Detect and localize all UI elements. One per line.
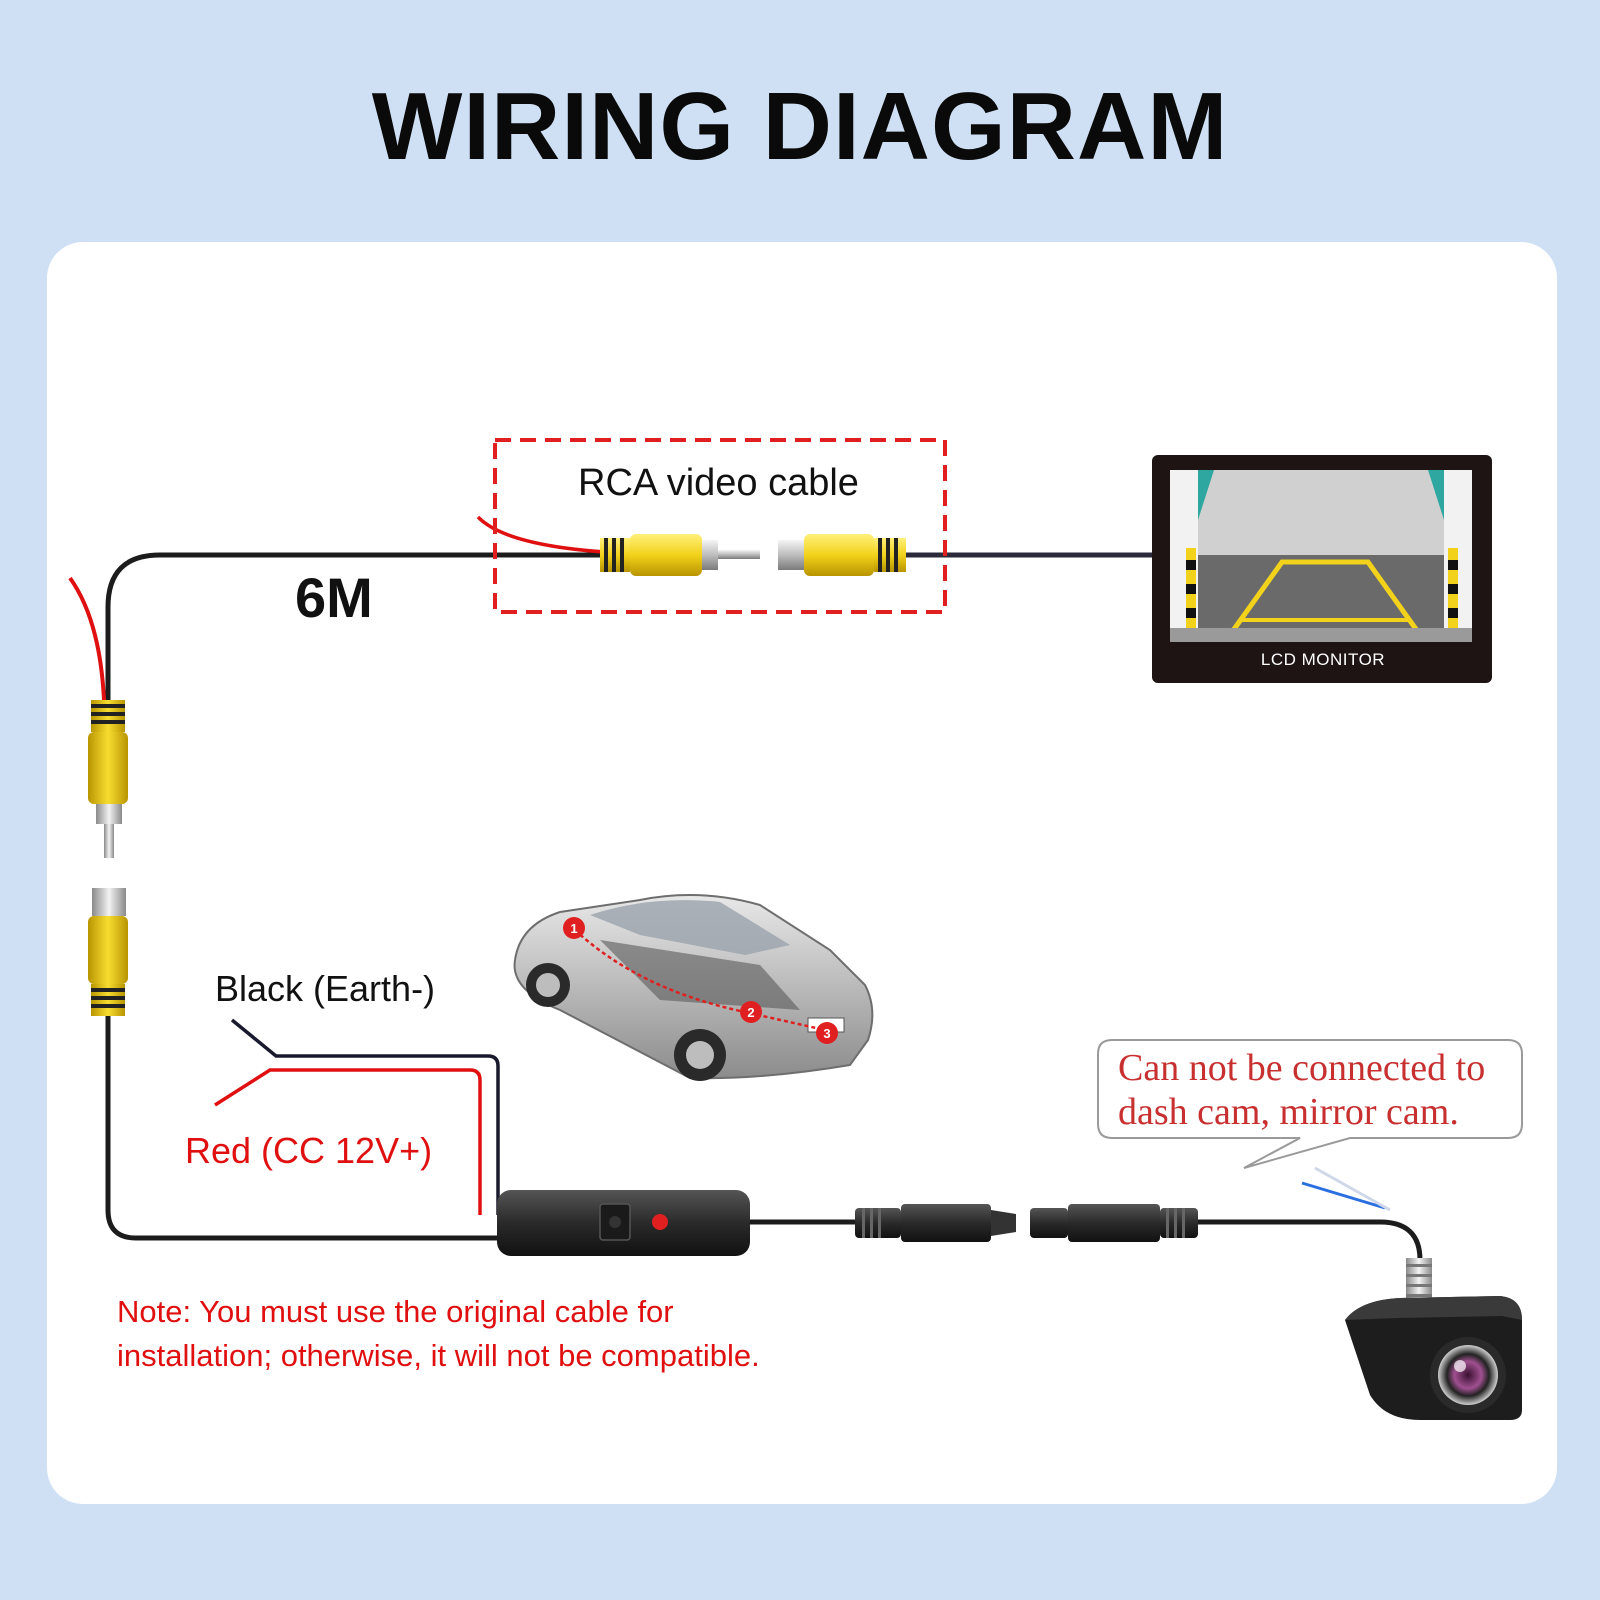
monitor-label: LCD MONITOR	[1260, 650, 1386, 669]
cable-length-label: 6M	[295, 566, 373, 629]
car-marker-2: 2	[740, 1001, 762, 1023]
rca-highlight-box	[493, 438, 947, 614]
rca-cable-label: RCA video cable	[578, 462, 859, 504]
red-power-wire	[214, 1068, 482, 1215]
callout-bubble	[1097, 1039, 1523, 1169]
page-title: WIRING DIAGRAM	[371, 73, 1229, 180]
rca-male-connector-top	[600, 534, 760, 576]
indicator-led	[652, 1214, 668, 1230]
aviation-connector-female	[1030, 1204, 1198, 1242]
svg-text:3: 3	[823, 1026, 830, 1041]
callout-line-2: dash cam, mirror cam.	[1118, 1091, 1459, 1133]
car-marker-1: 1	[563, 917, 585, 939]
black-earth-wire	[230, 1018, 500, 1215]
red-wire-label: Red (CC 12V+)	[185, 1130, 433, 1171]
trigger-wire-top	[476, 515, 606, 554]
video-cable-main	[105, 552, 500, 700]
camera-lens	[1438, 1345, 1498, 1405]
black-wire-label: Black (Earth-)	[215, 968, 436, 1009]
car-marker-3: 3	[816, 1022, 838, 1044]
svg-text:2: 2	[747, 1005, 754, 1020]
lcd-monitor	[1152, 455, 1492, 683]
car-illustration: 1 2 3	[513, 894, 874, 1081]
installation-note: Note: You must use the original cable fo…	[117, 1290, 760, 1378]
rca-male-connector-left	[88, 700, 128, 858]
callout-line-1: Can not be connected to	[1118, 1047, 1486, 1089]
svg-text:1: 1	[570, 921, 577, 936]
diagram-panel	[47, 242, 1557, 1504]
note-line-2: installation; otherwise, it will not be …	[117, 1338, 760, 1373]
rear-camera	[1345, 1258, 1522, 1420]
trigger-wire-left	[68, 576, 106, 701]
cable-to-camera	[1198, 1219, 1423, 1261]
callout-text: Can not be connected to dash cam, mirror…	[1118, 1046, 1485, 1134]
cable-to-control-box	[105, 1016, 500, 1241]
control-box	[497, 1190, 750, 1256]
rca-female-connector-left	[88, 888, 128, 1016]
rca-female-connector-top	[778, 534, 906, 576]
camera-wire-blue	[1301, 1181, 1386, 1210]
note-line-1: Note: You must use the original cable fo…	[117, 1294, 674, 1329]
aviation-connector-male	[855, 1204, 1016, 1242]
camera-wire-white	[1314, 1166, 1391, 1212]
